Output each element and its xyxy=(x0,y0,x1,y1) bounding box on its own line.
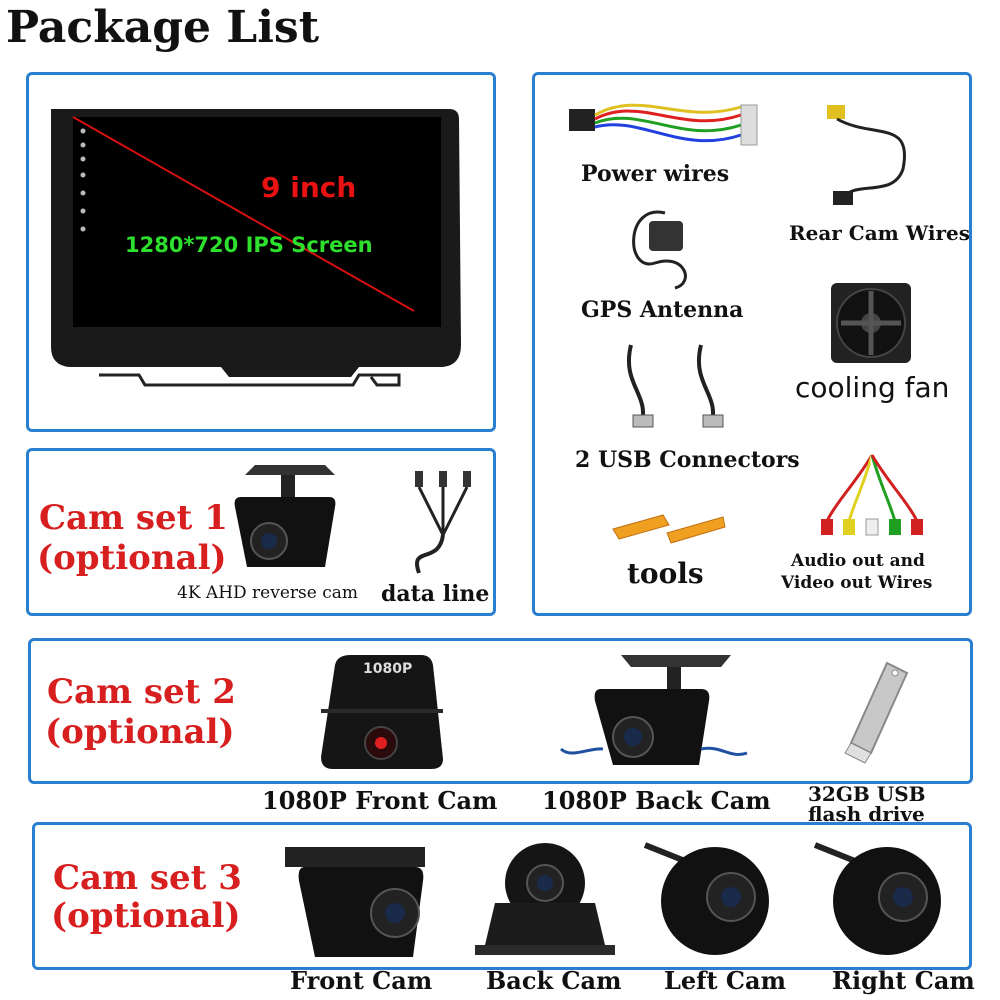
usb-flash-drive-label-line2: flash drive xyxy=(808,802,925,826)
page-title: Package List xyxy=(6,2,320,53)
main-unit-panel: 9 inch 1280*720 IPS Screen xyxy=(26,72,496,432)
cooling-fan-image xyxy=(831,283,911,363)
cam-set-2-optional: (optional) xyxy=(45,712,235,752)
data-line-image xyxy=(415,471,471,574)
back-cam-image xyxy=(559,655,748,765)
back-cam-1080p-label: 1080P Back Cam xyxy=(542,786,771,815)
power-wires-image xyxy=(569,103,758,146)
cam-set-1-panel: Cam set 1 (optional) 4K AHD reverse cam … xyxy=(26,448,496,616)
cam-set-1-optional: (optional) xyxy=(37,538,227,578)
cam-set-2-panel: Cam set 2 (optional) 1080P xyxy=(28,638,973,784)
data-line-label: data line xyxy=(381,581,490,607)
front-cam-1080p-label: 1080P Front Cam xyxy=(262,786,498,815)
cam-set-3-panel: Cam set 3 (optional) xyxy=(32,822,972,970)
usb-connectors-label: 2 USB Connectors xyxy=(575,447,800,473)
av-wires-image xyxy=(821,454,923,536)
av-wires-label-line2: Video out Wires xyxy=(781,573,933,593)
reverse-cam-image xyxy=(234,465,336,567)
head-unit-image xyxy=(51,109,461,387)
usb-connectors-image xyxy=(627,344,724,428)
gps-antenna-image xyxy=(632,210,687,290)
left-cam-label: Left Cam xyxy=(664,966,786,995)
front-cam-image xyxy=(321,655,443,769)
cam-set-3-title: Cam set 3 xyxy=(53,858,242,898)
right-cam-image xyxy=(813,842,941,955)
accessories-panel: Power wires Rear Cam Wires GPS Antenna c… xyxy=(532,72,972,616)
screen-resolution-label: 1280*720 IPS Screen xyxy=(125,233,373,257)
usb-flash-drive-image xyxy=(844,661,909,764)
usb-flash-drive-label-line1: 32GB USB xyxy=(808,782,926,806)
power-wires-label: Power wires xyxy=(581,161,730,187)
front-cam-label: Front Cam xyxy=(290,966,433,995)
cam-set-3-optional: (optional) xyxy=(51,896,241,936)
rear-cam-wires-image xyxy=(827,105,906,205)
tools-image xyxy=(612,514,726,544)
av-wires-label-line1: Audio out and xyxy=(791,551,925,571)
gps-antenna-label: GPS Antenna xyxy=(581,297,744,323)
front-cam-set3-image xyxy=(285,847,425,957)
tools-label: tools xyxy=(627,557,704,590)
cam-set-1-title: Cam set 1 xyxy=(39,498,228,538)
reverse-cam-label: 4K AHD reverse cam xyxy=(177,583,358,603)
screen-size-label: 9 inch xyxy=(261,171,357,204)
front-cam-badge: 1080P xyxy=(363,661,413,677)
back-cam-set3-image xyxy=(475,843,615,955)
rear-cam-wires-label: Rear Cam Wires xyxy=(789,221,971,245)
back-cam-label: Back Cam xyxy=(486,966,622,995)
cooling-fan-label: cooling fan xyxy=(795,371,950,404)
right-cam-label: Right Cam xyxy=(832,966,975,995)
cam-set-2-title: Cam set 2 xyxy=(47,672,236,712)
left-cam-image xyxy=(643,842,769,955)
